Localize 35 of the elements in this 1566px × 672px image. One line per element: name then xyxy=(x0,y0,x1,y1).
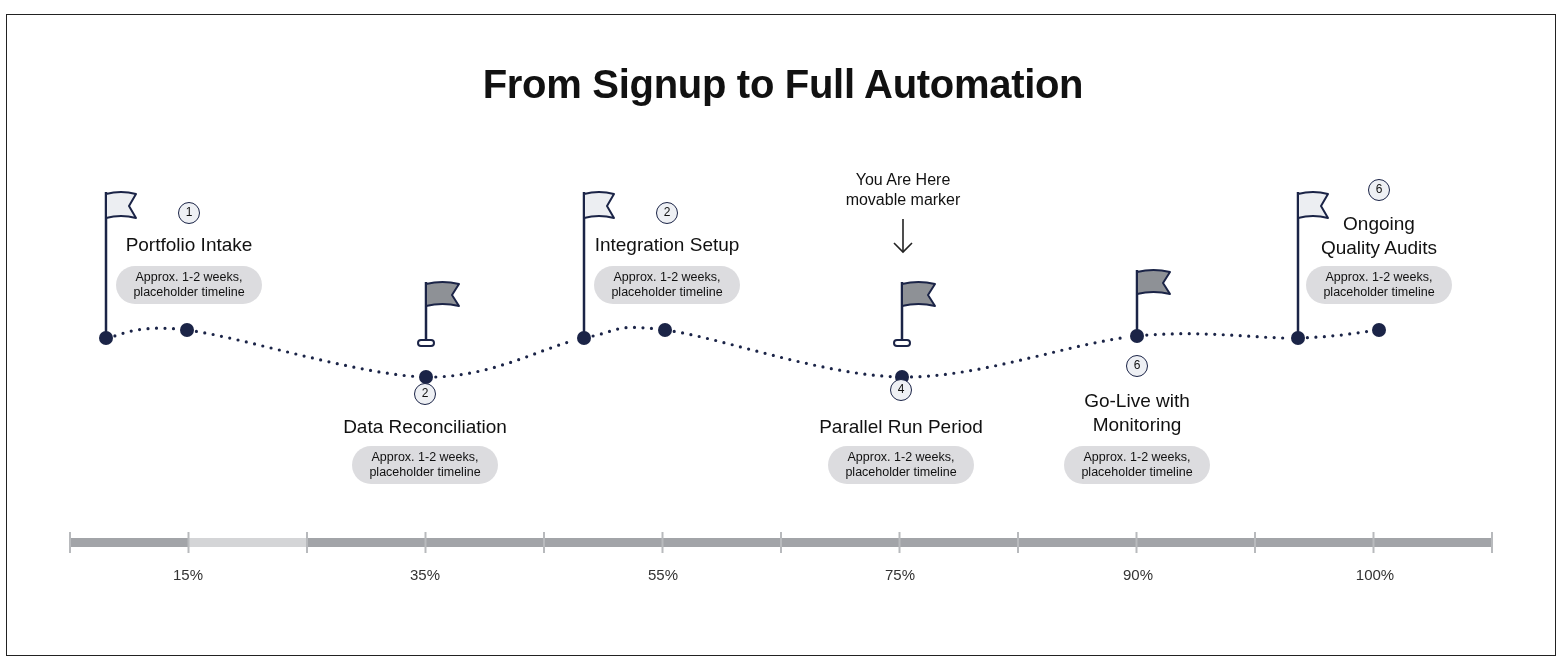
step-title: Go-Live with Monitoring xyxy=(1083,389,1191,437)
step-title: Portfolio Intake xyxy=(124,233,254,257)
percent-label: 100% xyxy=(1354,565,1396,585)
duration-pill: Approx. 1-2 weeks, placeholder timeline xyxy=(1064,446,1210,484)
percent-label: 90% xyxy=(1122,565,1154,585)
path-dot xyxy=(1291,331,1305,345)
percent-label: 15% xyxy=(172,565,204,585)
path-dot xyxy=(658,323,672,337)
duration-pill: Approx. 1-2 weeks, placeholder timeline xyxy=(352,446,498,484)
percent-label: 55% xyxy=(647,565,679,585)
path-dot xyxy=(180,323,194,337)
step-number-circle: 6 xyxy=(1368,179,1390,201)
path-dot xyxy=(1372,323,1386,337)
step-title: Integration Setup xyxy=(593,233,741,257)
duration-pill: Approx. 1-2 weeks, placeholder timeline xyxy=(828,446,974,484)
step-title: Data Reconciliation xyxy=(342,415,508,439)
duration-pill: Approx. 1-2 weeks, placeholder timeline xyxy=(1306,266,1452,304)
step-number-circle: 4 xyxy=(890,379,912,401)
marker-note: You Are Here movable marker xyxy=(844,170,962,210)
duration-pill: Approx. 1-2 weeks, placeholder timeline xyxy=(116,266,262,304)
path-dot xyxy=(419,370,433,384)
path-dot xyxy=(1130,329,1144,343)
path-dot xyxy=(577,331,591,345)
duration-pill: Approx. 1-2 weeks, placeholder timeline xyxy=(594,266,740,304)
dotted-connector xyxy=(672,329,894,379)
step-number-circle: 2 xyxy=(414,383,436,405)
step-number-circle: 1 xyxy=(178,202,200,224)
percent-label: 75% xyxy=(884,565,916,585)
path-dot xyxy=(99,331,113,345)
step-number-circle: 2 xyxy=(656,202,678,224)
step-number-circle: 6 xyxy=(1126,355,1148,377)
step-title: Parallel Run Period xyxy=(818,415,984,439)
step-title: Ongoing Quality Audits xyxy=(1319,212,1439,260)
diagram-title: From Signup to Full Automation xyxy=(481,62,1085,107)
percent-label: 35% xyxy=(409,565,441,585)
